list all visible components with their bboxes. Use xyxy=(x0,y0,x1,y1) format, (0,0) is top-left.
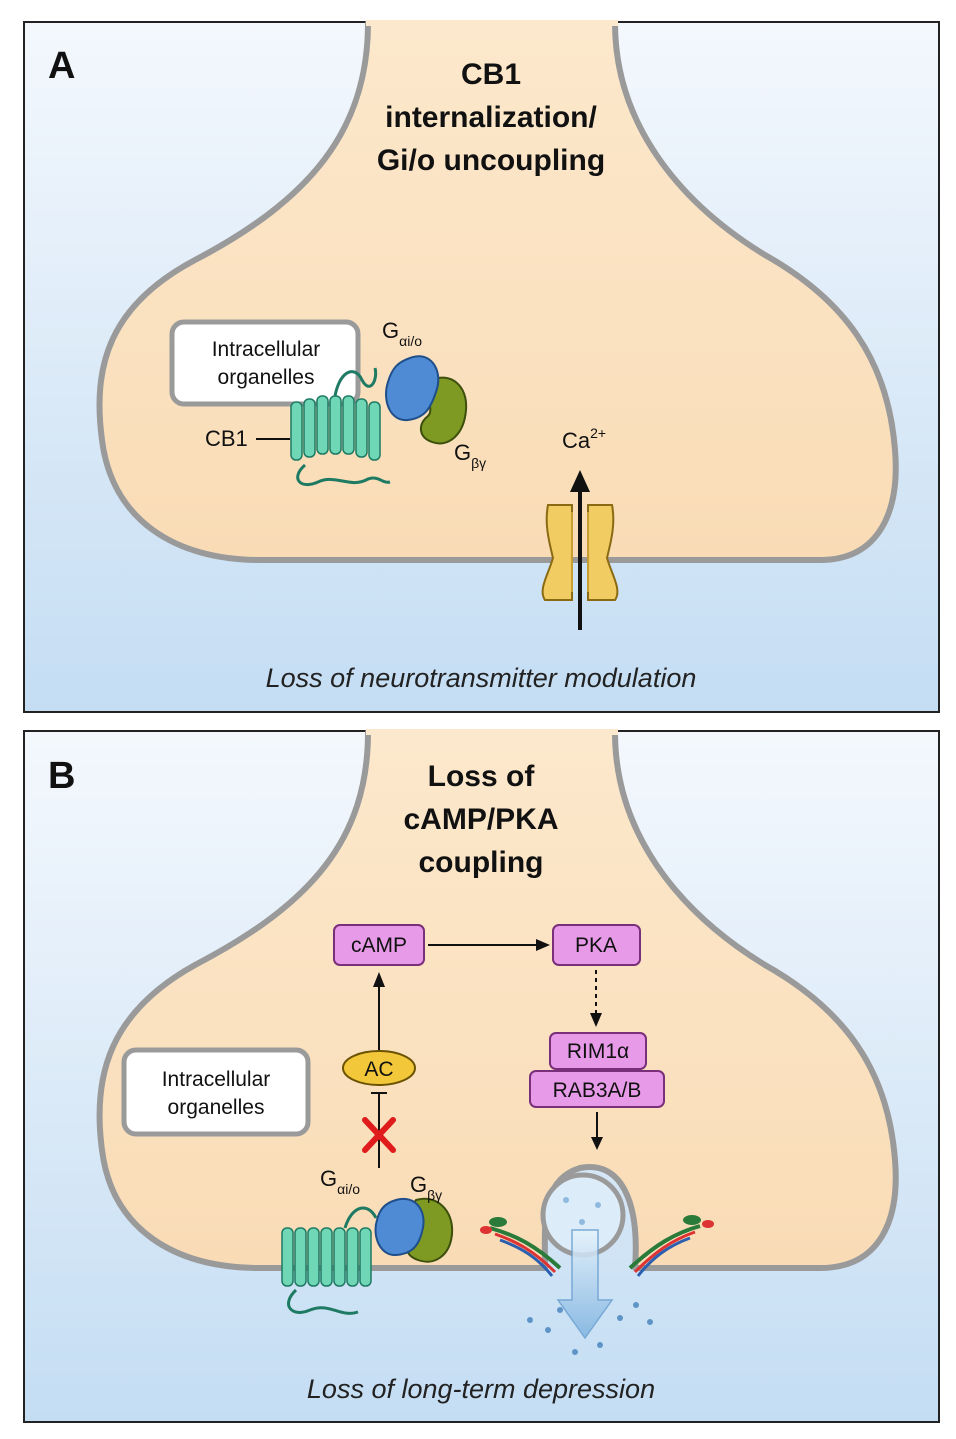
g-alpha-label-b: Gαi/o xyxy=(320,1166,360,1197)
rab3ab-box xyxy=(529,1070,665,1108)
vesicle-release xyxy=(527,1172,653,1355)
organelles-label-a-line2: organelles xyxy=(218,366,315,389)
g-alpha-label-a: Gαi/o xyxy=(382,318,422,349)
cb1-label: CB1 xyxy=(205,426,248,451)
panel-b-title-line3: coupling xyxy=(419,846,544,879)
organelles-label-a-line1: Intracellular xyxy=(212,338,321,361)
g-beta-label-a: Gβγ xyxy=(454,440,486,471)
blocked-x-icon xyxy=(362,1117,396,1153)
g-alpha-b xyxy=(374,1197,425,1257)
panel-a-title-line2: internalization/ xyxy=(385,101,597,134)
pka-label: PKA xyxy=(575,934,617,957)
organelles-label-b-line1: Intracellular xyxy=(162,1068,271,1091)
snare-complex-right xyxy=(628,1215,714,1277)
panel-b-caption: Loss of long-term depression xyxy=(307,1374,655,1404)
ac-oval xyxy=(342,1050,416,1086)
rim1a-box xyxy=(549,1032,647,1070)
ac-label: AC xyxy=(364,1058,393,1081)
cb1-receptor-a xyxy=(290,367,391,487)
panel-a: A CB1 internalization/ Gi/o uncoupling I… xyxy=(23,20,940,713)
rab3ab-label: RAB3A/B xyxy=(553,1079,642,1102)
camp-box xyxy=(333,924,425,966)
organelles-box-a xyxy=(169,319,361,407)
panel-a-caption: Loss of neurotransmitter modulation xyxy=(266,663,697,693)
panel-a-title-line3: Gi/o uncoupling xyxy=(377,144,605,177)
calcium-label: Ca2+ xyxy=(562,425,606,453)
panel-a-title-line1: CB1 xyxy=(461,58,521,91)
panel-b-label: B xyxy=(48,755,75,797)
panel-b-title-line1: Loss of xyxy=(428,760,536,793)
calcium-channel xyxy=(541,504,619,601)
camp-label: cAMP xyxy=(351,934,407,957)
cb1-receptor-b xyxy=(281,1206,378,1315)
organelles-label-b-line2: organelles xyxy=(168,1096,265,1119)
g-alpha-a xyxy=(385,355,440,422)
panel-b-title-line2: cAMP/PKA xyxy=(403,803,558,836)
panel-b: B Loss of cAMP/PKA coupling cAMP PKA RIM… xyxy=(23,729,940,1423)
pka-box xyxy=(552,924,641,966)
rim1a-label: RIM1α xyxy=(567,1040,629,1063)
g-beta-label-b: Gβγ xyxy=(410,1172,442,1203)
organelles-box-b xyxy=(121,1047,311,1137)
snare-complex-left xyxy=(480,1217,562,1277)
panel-a-label: A xyxy=(48,45,75,87)
